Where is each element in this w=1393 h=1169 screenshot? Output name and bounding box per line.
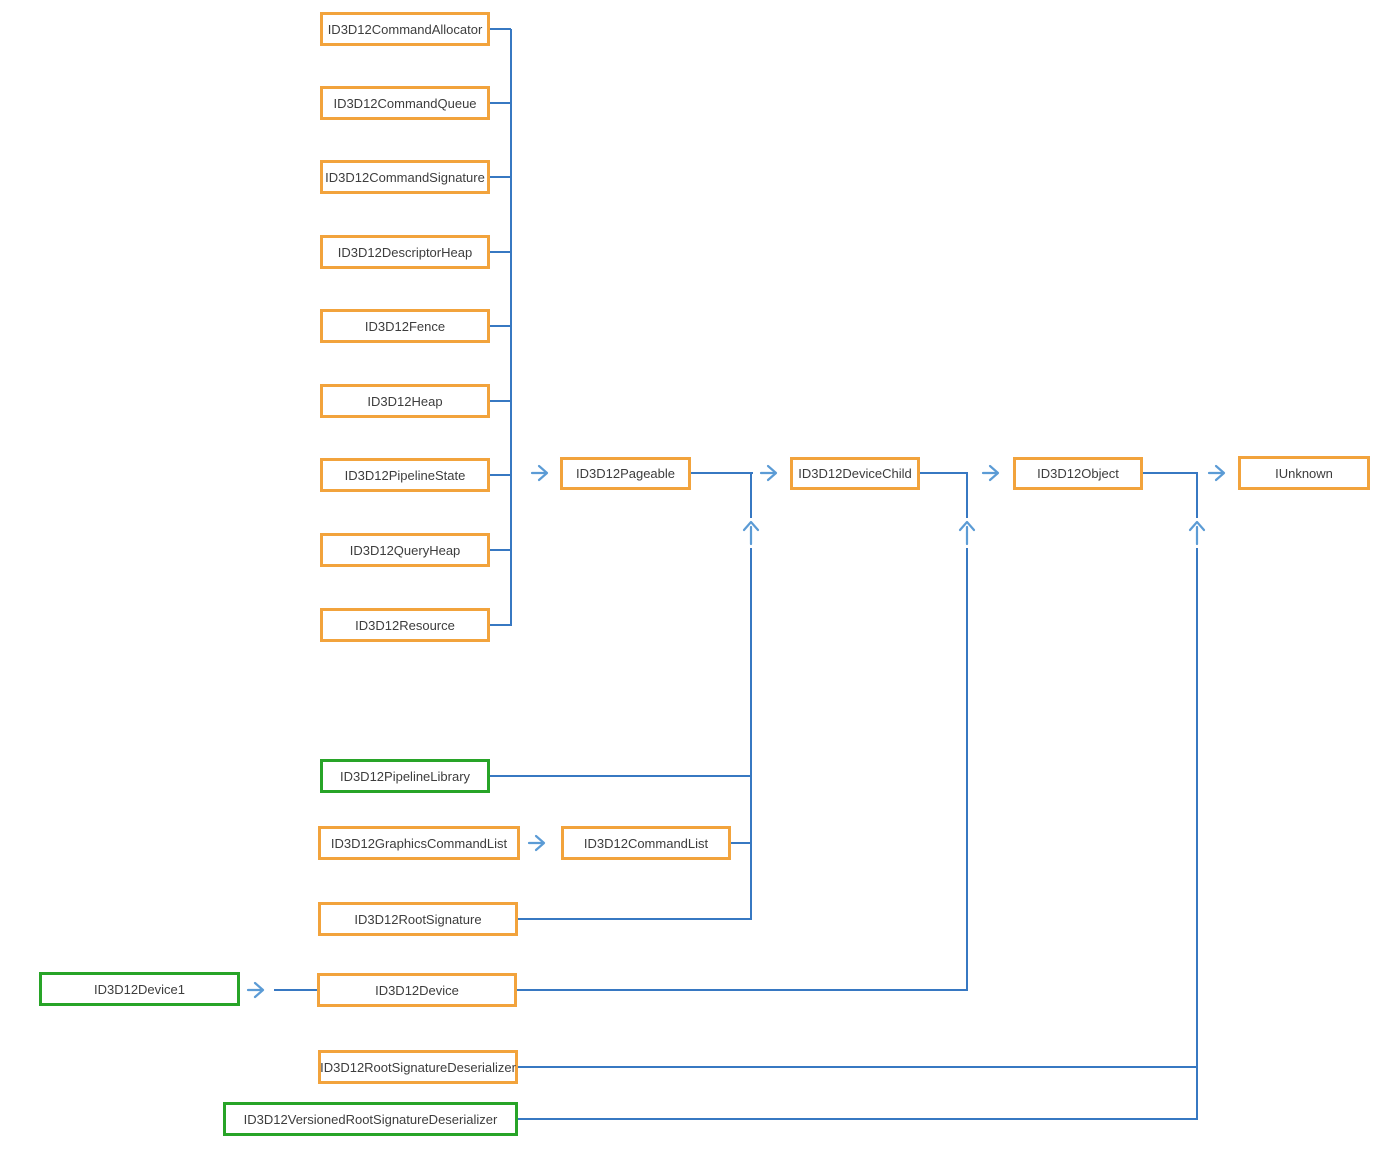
connector-line [518,918,752,920]
arrow-right-icon [527,834,546,852]
arrow-up-icon [1188,520,1206,546]
node-descriptor-heap: ID3D12DescriptorHeap [320,235,490,269]
node-object: ID3D12Object [1013,457,1143,490]
connector-line [1196,472,1198,518]
node-root-signature-deserializer: ID3D12RootSignatureDeserializer [318,1050,518,1084]
connector-line [490,624,511,626]
connector-line [490,325,511,327]
node-pipeline-library: ID3D12PipelineLibrary [320,759,490,793]
node-pipeline-state: ID3D12PipelineState [320,458,490,492]
node-fence: ID3D12Fence [320,309,490,343]
connector-line [490,176,511,178]
node-graphics-command-list: ID3D12GraphicsCommandList [318,826,520,860]
connector-line [490,102,511,104]
connector-line [750,472,752,518]
node-command-allocator: ID3D12CommandAllocator [320,12,490,46]
connector-line [966,472,968,518]
connector-line [490,474,511,476]
arrow-right-icon [1207,464,1226,482]
arrow-right-icon [246,981,265,999]
node-command-list: ID3D12CommandList [561,826,731,860]
connector-line [490,251,511,253]
arrow-up-icon [742,520,760,546]
connector-line [966,548,968,991]
node-device1: ID3D12Device1 [39,972,240,1006]
connector-line [518,1118,1198,1120]
connector-line [274,989,318,991]
node-iunknown: IUnknown [1238,456,1370,490]
node-command-queue: ID3D12CommandQueue [320,86,490,120]
node-device-child: ID3D12DeviceChild [790,457,920,490]
connector-line [750,548,752,920]
arrow-right-icon [759,464,778,482]
connector-line [517,989,968,991]
node-resource: ID3D12Resource [320,608,490,642]
connector-line [691,472,753,474]
connector-line [490,400,511,402]
node-query-heap: ID3D12QueryHeap [320,533,490,567]
node-versioned-root-signature-deserializer: ID3D12VersionedRootSignatureDeserializer [223,1102,518,1136]
arrow-right-icon [530,464,549,482]
connector-line [490,549,511,551]
connector-line [518,1066,1198,1068]
node-root-signature: ID3D12RootSignature [318,902,518,936]
connector-line [1196,548,1198,1120]
connector-line [920,472,968,474]
connector-line [510,29,512,626]
arrow-up-icon [958,520,976,546]
node-pageable: ID3D12Pageable [560,457,691,490]
connector-line [1143,472,1198,474]
node-command-signature: ID3D12CommandSignature [320,160,490,194]
connector-line [490,28,511,30]
connector-line [731,842,752,844]
node-device: ID3D12Device [317,973,517,1007]
connector-line [490,775,751,777]
arrow-right-icon [981,464,1000,482]
node-heap: ID3D12Heap [320,384,490,418]
